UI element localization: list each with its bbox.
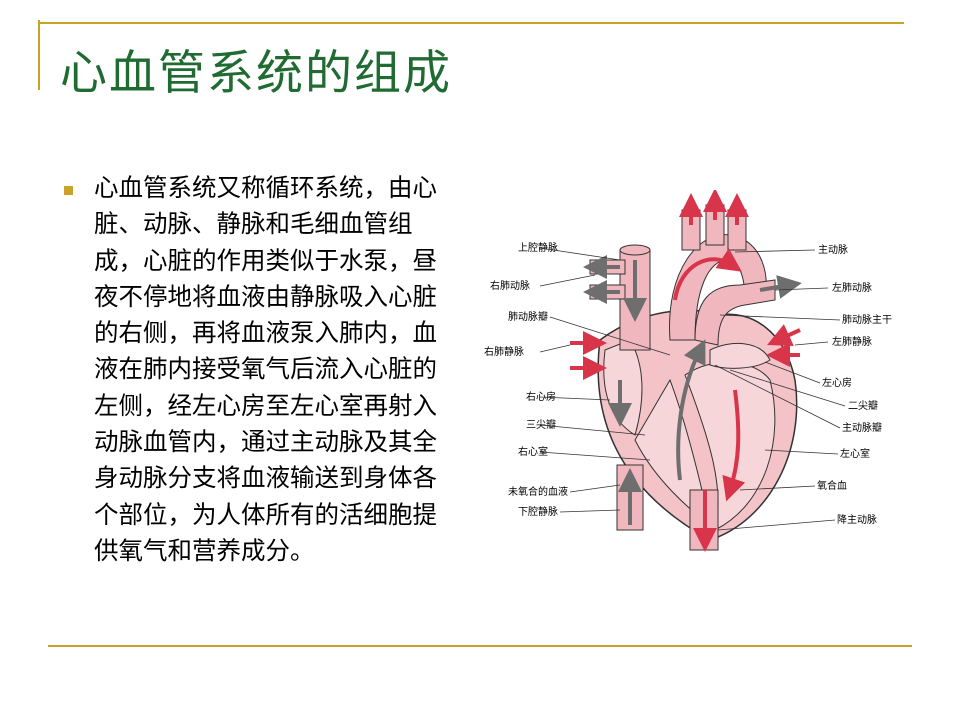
label-right-atrium: 右心房 (526, 390, 556, 403)
label-oxygenated-blood: 氧合血 (817, 479, 847, 492)
heart-diagram: 上腔静脉 右肺动脉 肺动脉瓣 右肺静脉 右心房 三尖瓣 右心室 未氧合的血液 下… (484, 190, 892, 552)
label-deoxygenated-blood: 未氧合的血液 (508, 485, 568, 498)
label-tricuspid-valve: 三尖瓣 (526, 418, 556, 431)
label-inferior-vena-cava: 下腔静脉 (518, 505, 558, 518)
label-descending-aorta: 降主动脉 (837, 513, 877, 526)
label-left-atrium: 左心房 (822, 376, 852, 389)
deoxygenated-flow-arrows (583, 255, 802, 525)
body-paragraph: 心血管系统又称循环系统，由心脏、动脉、静脉和毛细血管组成，心脏的作用类似于水泵，… (94, 173, 437, 565)
label-aorta: 主动脉 (818, 243, 848, 256)
bullet-marker (64, 186, 73, 195)
label-pulmonary-valve: 肺动脉瓣 (508, 310, 548, 323)
label-right-pulmonary-vein: 右肺静脉 (484, 345, 524, 358)
slide-title: 心血管系统的组成 (60, 46, 452, 101)
leader-lines-right (714, 249, 846, 531)
labels-left: 上腔静脉 右肺动脉 肺动脉瓣 右肺静脉 右心房 三尖瓣 右心室 未氧合的血液 下… (484, 241, 568, 518)
frame-accent-top (40, 22, 904, 24)
label-pulmonary-trunk: 肺动脉主干 (842, 313, 892, 326)
label-right-pulmonary-artery: 右肺动脉 (490, 279, 530, 292)
frame-accent-vertical (38, 20, 40, 90)
pulmonary-trunk (694, 279, 776, 346)
label-aortic-valve: 主动脉瓣 (842, 421, 882, 434)
label-left-ventricle: 左心室 (840, 447, 870, 460)
label-right-ventricle: 右心室 (518, 445, 548, 458)
labels-right: 主动脉 左肺动脉 肺动脉主干 左肺静脉 左心房 二尖瓣 主动脉瓣 左心室 氧合血… (817, 243, 892, 526)
frame-accent-bottom (48, 645, 912, 647)
oxygenated-flow-arrows (570, 190, 801, 552)
leader-lines-left (539, 247, 671, 513)
label-superior-vena-cava: 上腔静脉 (518, 241, 558, 254)
label-left-pulmonary-vein: 左肺静脉 (832, 335, 872, 348)
label-mitral-valve: 二尖瓣 (848, 399, 878, 412)
label-left-pulmonary-artery: 左肺动脉 (832, 281, 872, 294)
